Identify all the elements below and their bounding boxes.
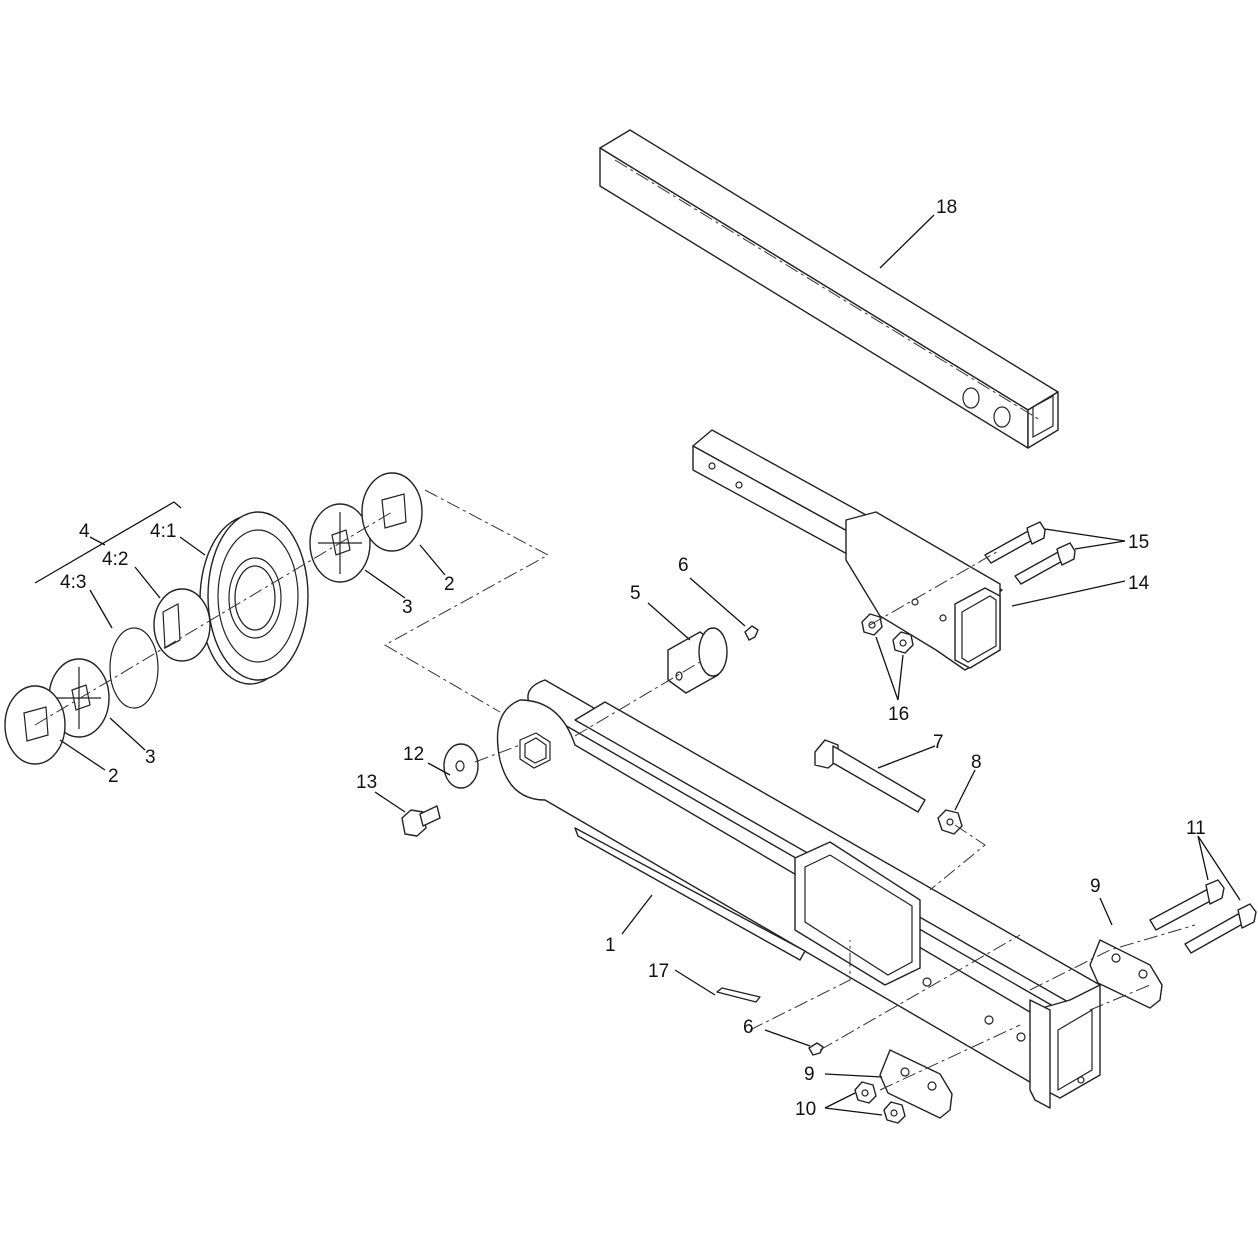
part-6-grease-fitting-upper [744,625,759,641]
callout-1: 1 [605,935,616,956]
part-11-bolts [1149,879,1257,954]
callout-8: 8 [971,752,982,773]
callout-9-upper: 9 [1090,876,1101,897]
part-9-plate-lower [879,1049,953,1119]
part-13-bolt [401,805,441,837]
part-7-long-bolt [814,739,926,813]
part-9-plate-upper [1089,939,1163,1009]
callout-4-2: 4:2 [102,549,128,570]
part-18-square-tube [599,129,1059,449]
callout-4: 4 [79,521,90,542]
callout-18: 18 [936,197,957,218]
part-12-washer [443,743,479,789]
callout-4-3: 4:3 [60,572,86,593]
callout-5: 5 [630,583,641,604]
callout-9-lower: 9 [804,1064,815,1085]
part-17-key [716,987,761,1003]
part-6-grease-fitting-lower [808,1042,824,1056]
callout-17: 17 [648,961,669,982]
centerlines [34,489,1196,1091]
callout-4-1: 4:1 [150,521,176,542]
callout-11: 11 [1186,818,1206,839]
part-5-pivot-pin [667,627,728,694]
part-1-main-arm [496,679,1101,1109]
leader-lines [34,214,1241,1116]
callout-14: 14 [1128,573,1150,594]
callout-15: 15 [1128,532,1149,553]
part-14-mounting-bracket [692,429,1003,671]
callout-2-upper: 2 [444,574,455,595]
callout-10: 10 [795,1099,816,1120]
part-4-3-snap-ring [109,627,159,709]
part-16-nuts [861,613,914,654]
callout-16: 16 [888,704,909,725]
callout-3-upper: 3 [402,597,413,618]
part-2-square-washer-upper [361,472,423,552]
callout-6-lower: 6 [743,1017,754,1038]
part-8-nut [937,809,963,835]
callout-6-upper: 6 [678,555,689,576]
part-10-nuts [854,1081,906,1124]
part-4-2-hub [153,588,211,662]
callout-3-lower: 3 [145,747,156,768]
callout-7: 7 [933,732,944,753]
part-15-bolts [984,521,1076,585]
callout-2-lower: 2 [108,766,119,787]
part-4-1-wheel [199,511,309,685]
callout-13: 13 [356,772,377,793]
callout-labels: 18 15 14 16 4 4:1 4:2 4:3 2 3 3 2 6 5 12… [60,197,1206,1120]
callout-12: 12 [403,744,424,765]
